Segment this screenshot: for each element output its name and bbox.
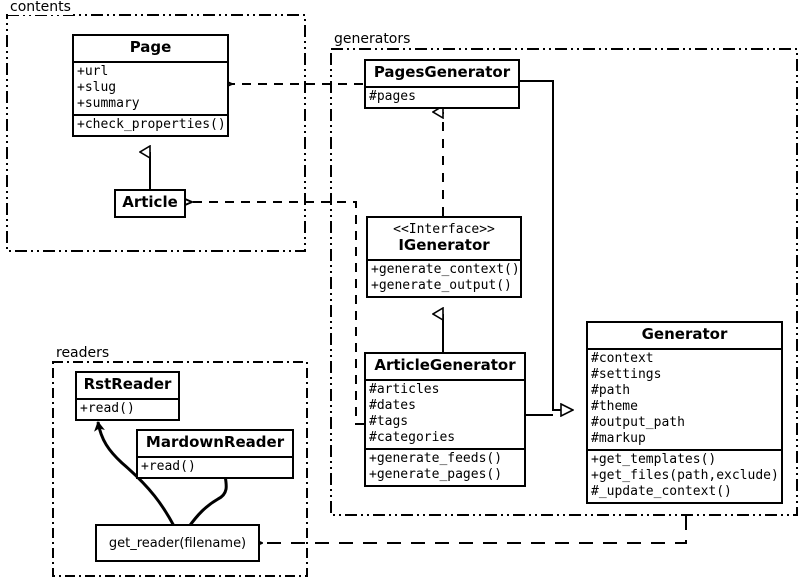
- class-article[interactable]: Article: [114, 189, 186, 218]
- method: +generate_output(): [371, 278, 512, 293]
- class-igenerator-name: <<Interface>> IGenerator: [368, 218, 520, 259]
- class-rst-reader-methods: +read(): [77, 397, 178, 419]
- attribute: +url: [77, 63, 109, 79]
- method: +read(): [141, 458, 196, 474]
- class-article-generator-attributes: #articles #dates #tags #categories: [366, 378, 524, 448]
- attribute: #context: [591, 350, 654, 366]
- class-mardown-reader-name: MardownReader: [145, 433, 285, 451]
- method: +get_files(path,exclude): [591, 467, 779, 483]
- method: +generate_pages(): [369, 466, 503, 482]
- class-generator-methods: +get_templates() +get_files(path,exclude…: [588, 448, 781, 502]
- method: +check_properties(): [77, 116, 226, 132]
- class-article-generator-name: ArticleGenerator: [374, 356, 516, 374]
- relation-pagesgenerator-generalizes-generator: [520, 80, 573, 410]
- class-igenerator-title: IGenerator: [398, 236, 490, 255]
- class-article-generator[interactable]: ArticleGenerator #articles #dates #tags …: [364, 352, 526, 487]
- class-generator-attributes: #context #settings #path #theme #output_…: [588, 347, 781, 449]
- function-get-reader-label: get_reader(filename): [108, 535, 247, 551]
- attribute: #markup: [591, 430, 646, 446]
- class-igenerator[interactable]: <<Interface>> IGenerator +generate_conte…: [366, 216, 522, 298]
- attribute: #tags: [369, 413, 409, 429]
- class-page-name: Page: [129, 38, 172, 56]
- attribute: #output_path: [591, 414, 685, 430]
- class-page-attributes: +url +slug +summary: [74, 60, 227, 114]
- class-generator-name: Generator: [641, 325, 728, 343]
- attribute: #pages: [369, 88, 416, 104]
- method: +generate_context(): [371, 262, 520, 277]
- method: #_update_context(): [591, 483, 732, 499]
- class-page[interactable]: Page +url +slug +summary +check_properti…: [72, 34, 229, 137]
- class-pages-generator[interactable]: PagesGenerator #pages: [364, 59, 520, 109]
- attribute: #path: [591, 382, 631, 398]
- class-article-name: Article: [122, 193, 178, 211]
- package-label-contents: contents: [8, 0, 73, 15]
- attribute: #articles: [369, 381, 440, 397]
- class-igenerator-methods: +generate_context() +generate_output(): [368, 259, 520, 296]
- attribute: +summary: [77, 95, 140, 111]
- class-article-generator-methods: +generate_feeds() +generate_pages(): [366, 447, 524, 485]
- attribute: #theme: [591, 398, 638, 414]
- function-get-reader[interactable]: get_reader(filename): [95, 524, 260, 562]
- attribute: #settings: [591, 366, 662, 382]
- class-generator[interactable]: Generator #context #settings #path #them…: [586, 321, 783, 504]
- class-pages-generator-attributes: #pages: [366, 85, 518, 107]
- package-label-generators: generators: [332, 31, 413, 47]
- package-label-readers: readers: [54, 345, 112, 361]
- class-rst-reader-name: RstReader: [83, 375, 172, 393]
- method: +read(): [80, 400, 135, 416]
- class-rst-reader[interactable]: RstReader +read(): [75, 371, 180, 421]
- class-pages-generator-name: PagesGenerator: [373, 63, 511, 81]
- method: +generate_feeds(): [369, 450, 503, 466]
- class-mardown-reader-methods: +read(): [138, 455, 292, 477]
- class-page-methods: +check_properties(): [74, 113, 227, 135]
- relation-generator-depends-getreader: [262, 516, 687, 543]
- class-mardown-reader[interactable]: MardownReader +read(): [136, 429, 294, 479]
- attribute: #categories: [369, 429, 456, 445]
- attribute: #dates: [369, 397, 416, 413]
- method: +get_templates(): [591, 451, 717, 467]
- attribute: +slug: [77, 79, 117, 95]
- class-igenerator-stereotype: <<Interface>>: [393, 222, 495, 237]
